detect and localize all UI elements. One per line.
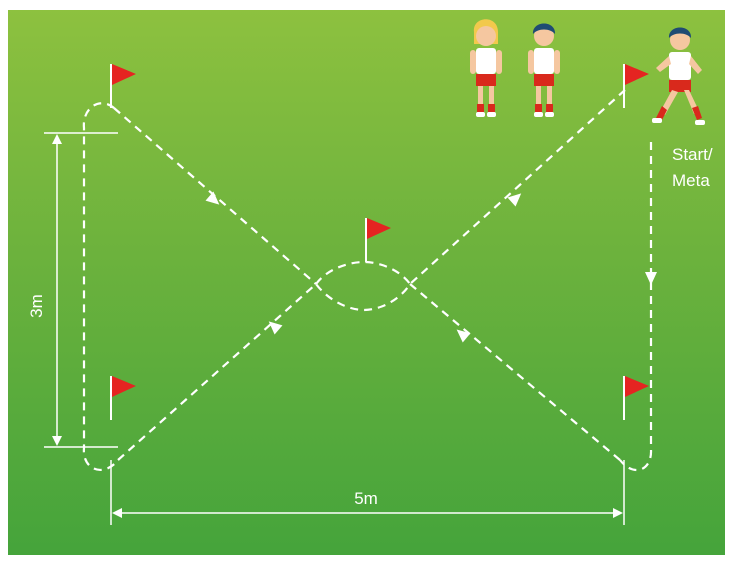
child-figure-1 [470, 19, 502, 117]
height-measure [44, 133, 118, 447]
flag-top-left-icon [111, 64, 136, 108]
width-label: 5m [354, 489, 378, 508]
flag-center-icon [366, 218, 391, 262]
arrow-up-left-icon [453, 325, 471, 343]
child-figure-2 [528, 24, 560, 118]
arrow-down-icon [645, 272, 657, 285]
arrow-down-left-icon [265, 317, 283, 335]
running-path [84, 90, 651, 470]
flag-bottom-left-icon [111, 376, 136, 420]
flag-top-right-icon [624, 64, 649, 108]
arrow-up-right-icon [508, 189, 526, 207]
flag-bottom-right-icon [624, 376, 649, 420]
child-figure-running [652, 28, 705, 126]
height-label: 3m [27, 294, 46, 318]
start-label: Start/ [672, 145, 713, 164]
meta-label: Meta [672, 171, 710, 190]
direction-arrows [206, 189, 657, 343]
